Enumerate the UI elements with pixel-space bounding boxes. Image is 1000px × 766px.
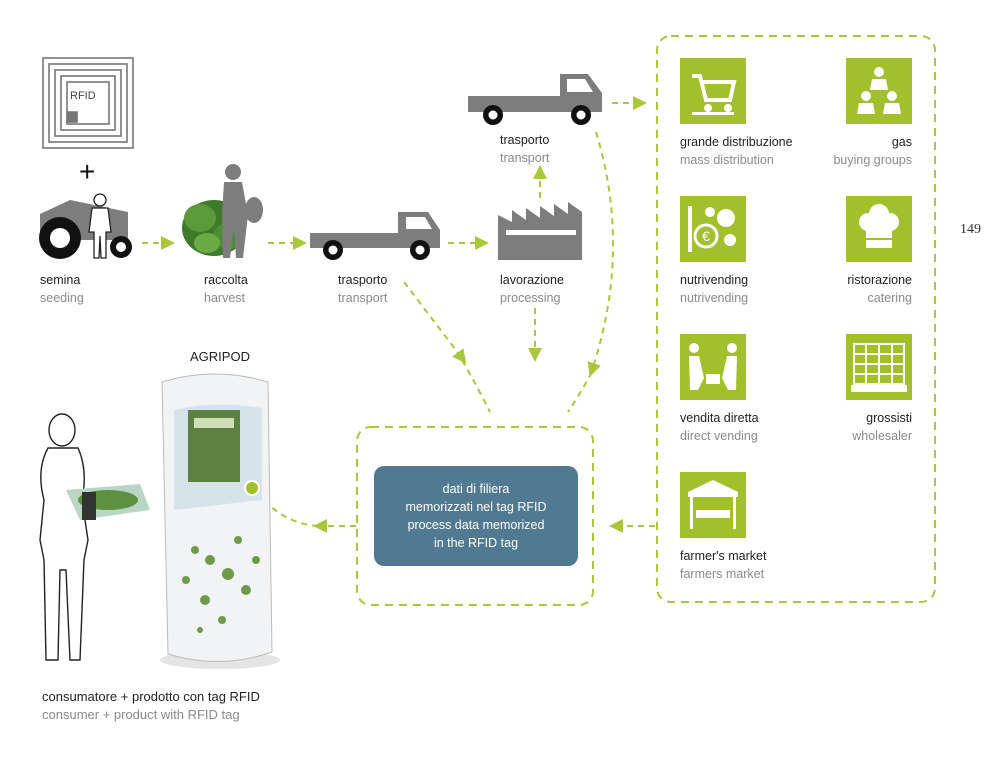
stage-processing-en: processing xyxy=(500,291,561,305)
process-data-frame xyxy=(356,426,594,606)
rfid-tag-icon xyxy=(42,57,134,149)
process-data-line2: memorizzati nel tag RFID xyxy=(405,500,547,514)
plus-sign: + xyxy=(79,156,96,187)
upper-transport-en: transport xyxy=(500,151,550,165)
shopping-cart-icon xyxy=(680,58,746,124)
product-package-icon xyxy=(66,484,150,520)
svg-text:€: € xyxy=(702,228,710,244)
stage-processing-it: lavorazione xyxy=(500,273,564,287)
chef-hat-icon xyxy=(846,196,912,262)
consumer-label-it: consumatore + prodotto con tag RFID xyxy=(42,689,260,704)
stage-harvest-en: harvest xyxy=(204,291,245,305)
page-number: 149 xyxy=(960,222,981,237)
channel-catering-it: ristorazione xyxy=(847,273,912,287)
arrow-upper-transport-data xyxy=(587,131,614,377)
channel-direct-vending-it: vendita diretta xyxy=(680,411,759,425)
line-data-right-tail xyxy=(567,371,593,413)
process-data-line4: in the RFID tag xyxy=(433,536,519,550)
channel-mass-distribution-it: grande distribuzione xyxy=(680,135,793,149)
stage-seeding-en: seeding xyxy=(40,291,84,305)
channel-farmers-market-en: farmers market xyxy=(680,567,765,581)
consumer-label-en: consumer + product with RFID tag xyxy=(42,707,240,722)
channel-nutrivending-en: nutrivending xyxy=(680,291,749,305)
stage-seeding-it: semina xyxy=(40,273,81,287)
arrow-transport-data xyxy=(403,281,467,364)
people-group-icon xyxy=(846,58,912,124)
agripod-kiosk xyxy=(160,373,280,669)
upper-transport-it: trasporto xyxy=(500,133,550,147)
stage-transport-en: transport xyxy=(338,291,388,305)
process-data-box: dati di filiera memorizzati nel tag RFID… xyxy=(374,466,578,566)
channel-buying-groups-en: buying groups xyxy=(833,153,912,167)
channel-buying-groups-it: gas xyxy=(891,135,912,149)
channel-wholesaler-it: grossisti xyxy=(866,411,912,425)
line-data-left-tail xyxy=(461,359,491,413)
agripod-title: AGRIPOD xyxy=(190,349,250,364)
distribution-channels-frame xyxy=(656,35,936,603)
worker-silhouette-icon xyxy=(222,164,263,258)
stage-transport-it: trasporto xyxy=(338,273,388,287)
channel-direct-vending-en: direct vending xyxy=(680,429,758,443)
truck-lower-icon xyxy=(310,212,440,260)
factory-icon xyxy=(498,202,582,260)
stage-harvest-it: raccolta xyxy=(204,273,248,287)
process-data-line1: dati di filiera xyxy=(442,482,510,496)
consumer-outline-icon xyxy=(39,413,89,661)
handshake-icon xyxy=(680,334,746,400)
tractor-icon xyxy=(39,200,132,259)
channel-mass-distribution-en: mass distribution xyxy=(680,153,774,167)
rfid-tag-label: RFID xyxy=(70,90,96,102)
channel-farmers-market-it: farmer's market xyxy=(680,549,767,563)
connectors xyxy=(142,96,655,533)
channel-wholesaler-en: wholesaler xyxy=(852,429,912,443)
pallet-boxes-icon xyxy=(846,334,912,400)
farmer-outline-icon xyxy=(88,193,112,259)
process-data-line3: process data memorized xyxy=(407,518,545,532)
truck-upper-icon xyxy=(468,74,602,125)
channel-nutrivending-it: nutrivending xyxy=(680,273,749,287)
rfid-reader-icon xyxy=(244,480,260,496)
vending-coins-icon: € xyxy=(680,196,746,262)
channel-catering-en: catering xyxy=(867,291,912,305)
market-tent-icon xyxy=(680,472,746,538)
